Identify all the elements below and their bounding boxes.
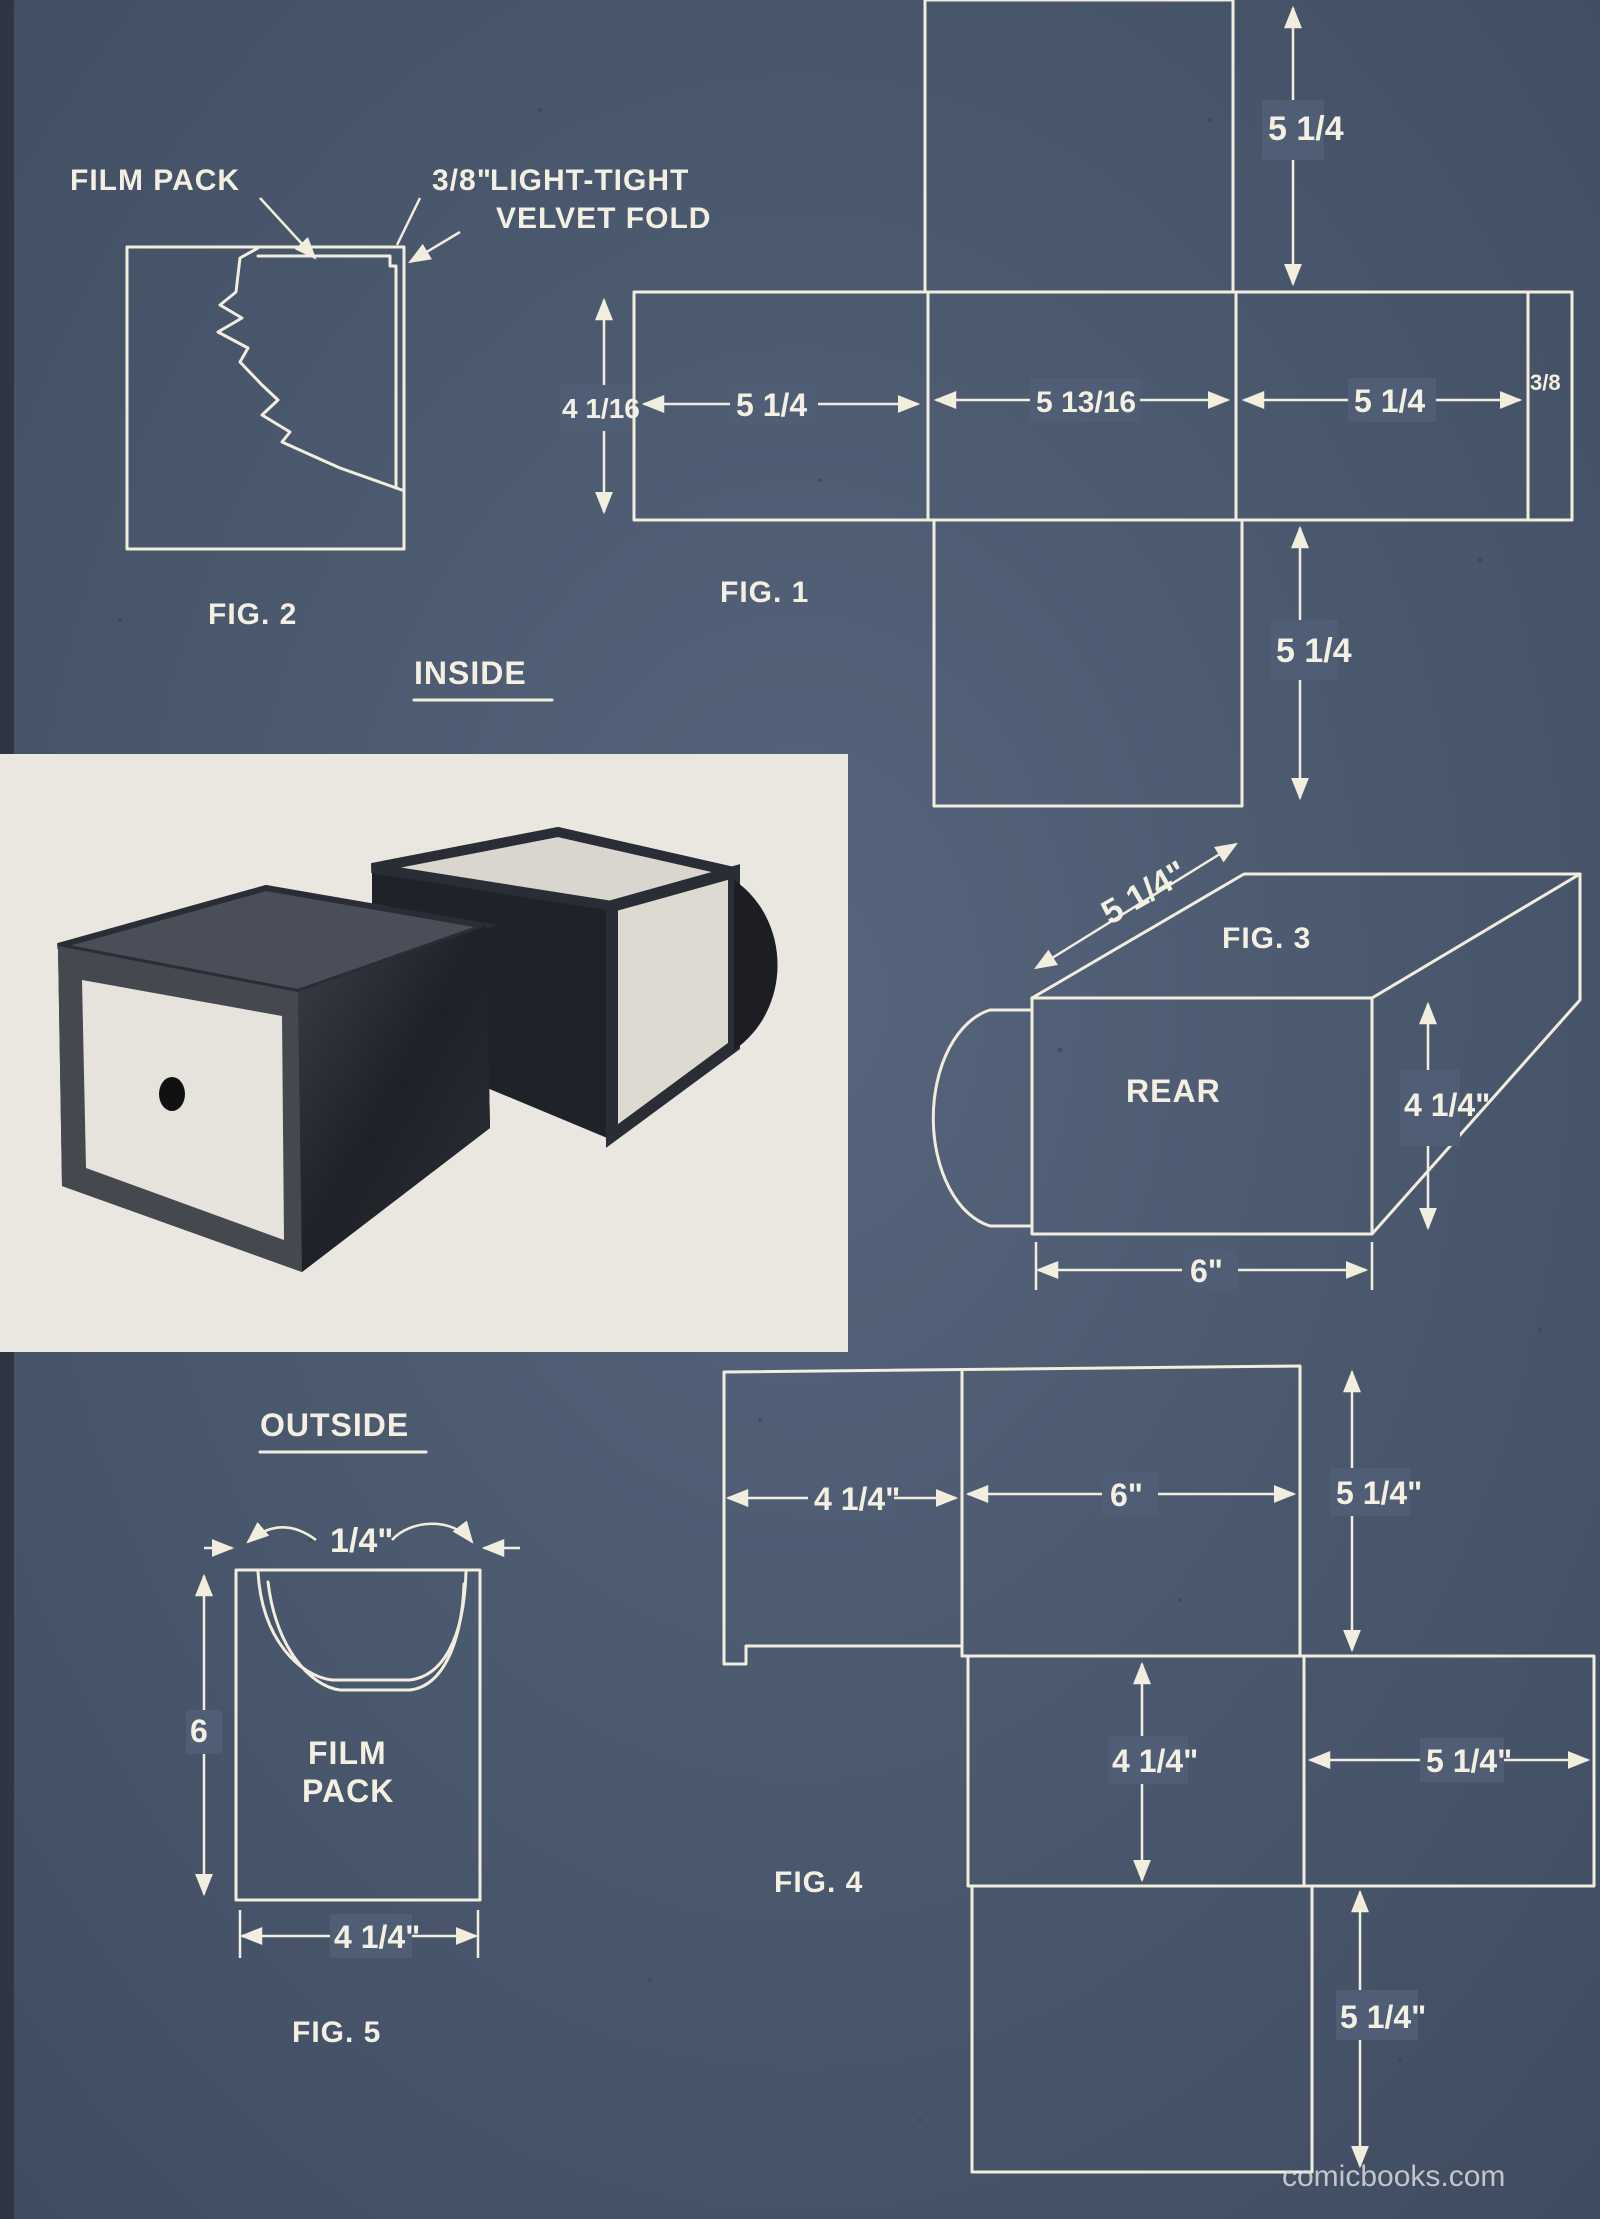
fig3-diagram: 5 1/4" 4 1/4" 6" FIG. 3 REAR xyxy=(931,842,1582,1290)
fig4-center-height-dimgap xyxy=(1108,1736,1188,1784)
fig5-dome-curve-inner xyxy=(266,1580,466,1692)
fig5-side-dimgap xyxy=(186,1710,222,1754)
fig2-velvet-arrow xyxy=(408,230,461,264)
fig4-bottom-piece xyxy=(970,1884,1314,2174)
fig1-panel-b-dimgap xyxy=(1030,378,1140,422)
fig1-bottom-flap-dim: 5 1/4 xyxy=(1276,632,1352,670)
fig3-film-dome xyxy=(931,1008,1034,1228)
fig4-caption: FIG. 4 xyxy=(774,1866,863,1899)
fig5-bottom-dim: 4 1/4" xyxy=(334,1919,420,1955)
fig1-bottom-flap-dimgap xyxy=(1270,620,1338,680)
fig4-middle-dimgap xyxy=(1102,1472,1158,1516)
fig5-pack-label: PACK xyxy=(302,1773,394,1809)
fig1-top-flap-dimgap xyxy=(1262,100,1324,160)
fig1-panel-c-dim: 5 1/4 xyxy=(1354,383,1425,419)
fig1-bottom-flap xyxy=(932,518,1244,808)
fig4-diagram: 4 1/4" 6" 5 1/4" 4 1/4" 5 1/4" 5 1/4" FI… xyxy=(722,1364,1596,2174)
fig3-depth-dimline xyxy=(1034,842,1238,970)
fig5-caption: FIG. 5 xyxy=(292,2016,381,2049)
fig4-left-dimgap xyxy=(808,1476,894,1520)
fig2-torn-edge xyxy=(216,246,404,492)
fig1-height-dim: 4 1/16 xyxy=(562,393,640,424)
fig1-diagram: 5 1/4 4 1/16 5 1/4 5 13/16 5 1/4 3/8 5 1… xyxy=(560,0,1574,808)
fig3-height-dimgap xyxy=(1400,1070,1460,1146)
fig3-box-outline xyxy=(1030,872,1582,1236)
fig2-velvet-line2: VELVET FOLD xyxy=(496,202,711,235)
fig2-velvet-leader xyxy=(395,197,422,246)
fig2-diagram: FILM PACK 3/8" LIGHT-TIGHT VELVET FOLD F… xyxy=(70,164,711,631)
fig5-diagram: 1/4" 6 4 1/4" FILM PACK FIG. 5 xyxy=(186,1520,520,2049)
outer-box-side xyxy=(298,926,490,1272)
fig4-top-height-dim: 5 1/4" xyxy=(1336,1475,1422,1511)
fig5-top-dim-left xyxy=(246,1521,317,1544)
paper-speckles xyxy=(88,107,1542,2122)
fig1-panel-a-dim: 5 1/4 xyxy=(736,387,807,423)
camera-photo xyxy=(0,754,848,1352)
lens-pinhole xyxy=(159,1077,185,1111)
fig3-rear-label: REAR xyxy=(1126,1073,1221,1109)
fig2-film-pack-edge xyxy=(256,254,398,490)
watermark-text: comicbooks.com xyxy=(1282,2160,1505,2193)
fig1-top-flap-dim: 5 1/4 xyxy=(1268,110,1344,148)
fig2-velvet-fraction: 3/8" xyxy=(432,164,492,197)
fig4-bottom-height-dimgap xyxy=(1336,1990,1418,2040)
fig2-film-pack-label: FILM PACK xyxy=(70,164,240,197)
fig5-film-label: FILM xyxy=(308,1735,387,1771)
fig3-top-side-edge xyxy=(1370,872,1582,1000)
fig1-caption: FIG. 1 xyxy=(720,576,809,609)
fig3-width-dim: 6" xyxy=(1190,1253,1223,1289)
inside-label: INSIDE xyxy=(414,655,527,691)
fig4-bottom-height-dim: 5 1/4" xyxy=(1340,1999,1426,2035)
outer-box-front-panel xyxy=(82,980,284,1240)
fig5-top-dim-right xyxy=(391,1520,474,1544)
fig2-film-pack-arrow xyxy=(259,197,317,260)
fig5-outline xyxy=(234,1568,482,1902)
fig2-outline xyxy=(125,245,406,551)
fig4-left-dim: 4 1/4" xyxy=(814,1481,900,1517)
fig2-velvet-line1: LIGHT-TIGHT xyxy=(490,164,689,197)
outside-label: OUTSIDE xyxy=(260,1407,409,1443)
fig1-height-dimgap xyxy=(560,385,632,431)
fig2-caption: FIG. 2 xyxy=(208,598,297,631)
fig1-tab-dim: 3/8 xyxy=(1530,370,1561,395)
fig1-panel-a-dimgap xyxy=(730,382,818,426)
fig1-panel-c-dimgap xyxy=(1348,378,1436,422)
fig5-side-dim: 6 xyxy=(190,1713,208,1749)
fig5-bottom-dimgap xyxy=(330,1914,412,1958)
fig4-right-dimgap xyxy=(1420,1738,1504,1782)
fig4-right-dim: 5 1/4" xyxy=(1426,1743,1512,1779)
fig1-panel-b-dim: 5 13/16 xyxy=(1036,386,1136,419)
fig4-middle-dim: 6" xyxy=(1110,1477,1143,1513)
film-pack-dome xyxy=(734,880,778,1050)
fig3-caption: FIG. 3 xyxy=(1222,922,1311,955)
fig5-top-dim: 1/4" xyxy=(330,1522,393,1560)
fig4-top-height-dimgap xyxy=(1330,1468,1410,1516)
fig3-height-dim: 4 1/4" xyxy=(1404,1087,1490,1123)
fig3-width-dimgap xyxy=(1182,1250,1238,1290)
fig4-center-height-dim: 4 1/4" xyxy=(1112,1743,1198,1779)
